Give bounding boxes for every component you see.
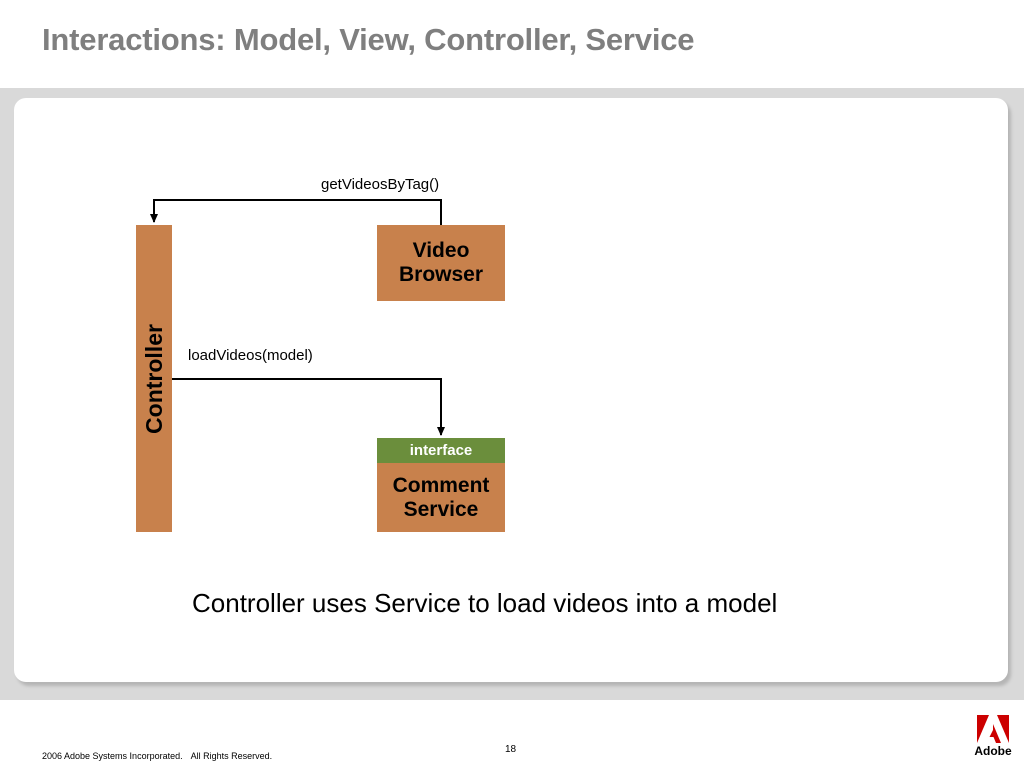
rights-text: All Rights Reserved. (190, 751, 273, 761)
adobe-logo-text: Adobe (974, 744, 1012, 758)
adobe-logo-icon (977, 715, 1009, 743)
call-label-load-videos: loadVideos(model) (188, 347, 313, 364)
call-label-get-videos: getVideosByTag() (321, 176, 440, 193)
page-number: 18 (505, 744, 517, 755)
diagram-caption: Controller uses Service to load videos i… (192, 588, 778, 618)
copyright-text: 2006 Adobe Systems Incorporated. (42, 751, 183, 761)
controller-box: Controller (136, 225, 172, 532)
controller-label: Controller (141, 323, 167, 434)
arrow-get-videos (150, 199, 442, 225)
comment-service-box: Comment Service (377, 463, 505, 532)
video-browser-box: Video Browser (377, 225, 505, 301)
footer-copyright: 2006 Adobe Systems Incorporated. All Rig… (42, 751, 278, 761)
content-panel (14, 98, 1008, 682)
slide-title: Interactions: Model, View, Controller, S… (42, 22, 695, 57)
interface-label: interface (377, 438, 505, 463)
arrow-load-videos (172, 378, 445, 436)
